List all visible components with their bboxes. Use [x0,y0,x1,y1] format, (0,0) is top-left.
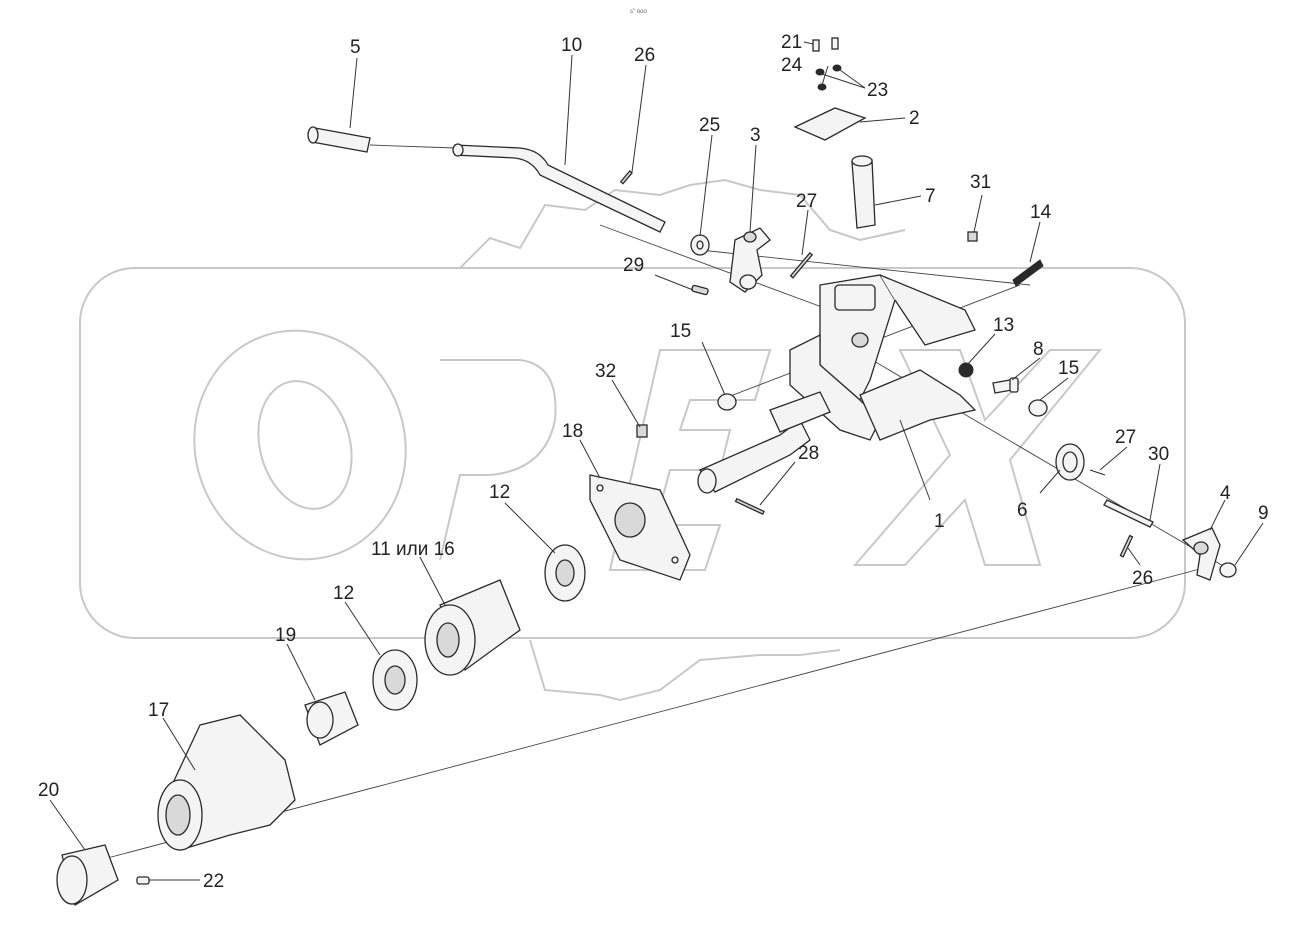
callout-9: 9 [1258,503,1269,524]
part-25-washer [690,234,710,256]
part-32-fitting [636,424,648,438]
callout-12: 12 [489,482,510,503]
part-9-nut [1219,562,1237,578]
callout-14: 14 [1030,202,1052,223]
callout-5: 5 [350,37,361,58]
part-26-pin-top [619,170,633,185]
part-17-housing [157,714,296,851]
callout-27: 27 [1115,427,1136,448]
part-2-plate [793,107,867,141]
callout-17: 17 [148,700,169,721]
part-12-washer-upper [544,544,586,602]
part-8-bolt [992,377,1019,394]
part-1-shaft [697,391,831,494]
callout-15: 15 [1058,358,1079,379]
part-22-screw [136,876,200,885]
callout-24: 24 [781,55,803,76]
part-1-main-bracket [789,274,977,441]
callout-8: 8 [1033,339,1044,360]
leader-lines [49,41,1264,851]
callout-labels: 5 10 26 21 24 23 2 25 3 7 31 27 14 29 15… [38,32,1269,892]
part-5-grip-tube [307,126,371,153]
callout-1: 1 [934,511,945,532]
callout-22: 22 [203,871,224,892]
header-mark: s" ooo [630,9,647,15]
part-20-cap [56,844,119,906]
part-4-latch [1181,527,1221,581]
part-6-torsion-spring [1055,443,1085,481]
part-29-pin [691,284,709,296]
part-18-flange [589,474,691,581]
callout-29: 29 [623,255,644,276]
part-28-pin [734,497,765,516]
callout-30: 30 [1148,444,1169,465]
part-3-bracket [729,227,771,293]
part-15-cap-right [1028,399,1048,417]
callout-12: 12 [333,583,354,604]
callout-13: 13 [993,315,1014,336]
part-19-castle-nut [304,691,359,746]
callout-21: 21 [781,32,802,53]
part-14-spring [1012,259,1044,287]
callout-11-or-16: 11 или 16 [371,539,455,560]
callout-26: 26 [634,45,655,66]
callout-15: 15 [670,321,691,342]
part-7-cylinder [851,155,876,229]
part-26-pin-right [1119,534,1134,558]
callout-6: 6 [1017,500,1028,521]
callout-19: 19 [275,625,296,646]
part-15-cap-left [717,393,737,411]
callout-25: 25 [699,115,720,136]
part-13-nut [958,362,974,378]
callout-23: 23 [867,80,888,101]
part-30-rod [1103,499,1154,528]
callout-27: 27 [796,191,817,212]
part-27-pin-right [1089,469,1106,476]
callout-18: 18 [562,421,583,442]
callout-4: 4 [1220,483,1231,504]
callout-2: 2 [909,108,920,129]
callout-28: 28 [798,443,819,464]
part-10-lever-rod [452,143,666,233]
callout-10: 10 [561,35,582,56]
part-21-screws [812,37,839,52]
callout-32: 32 [595,361,616,382]
part-24-23-washers [815,64,842,91]
callout-31: 31 [970,172,991,193]
part-27-pin-left [789,251,814,279]
part-11-16-bushing [424,579,521,676]
callout-26: 26 [1132,568,1153,589]
part-31-fitting [967,231,978,242]
watermark-logo [79,178,1186,702]
callout-3: 3 [750,125,761,146]
callout-20: 20 [38,780,59,801]
part-12-washer-lower [372,649,418,711]
callout-7: 7 [925,186,936,207]
